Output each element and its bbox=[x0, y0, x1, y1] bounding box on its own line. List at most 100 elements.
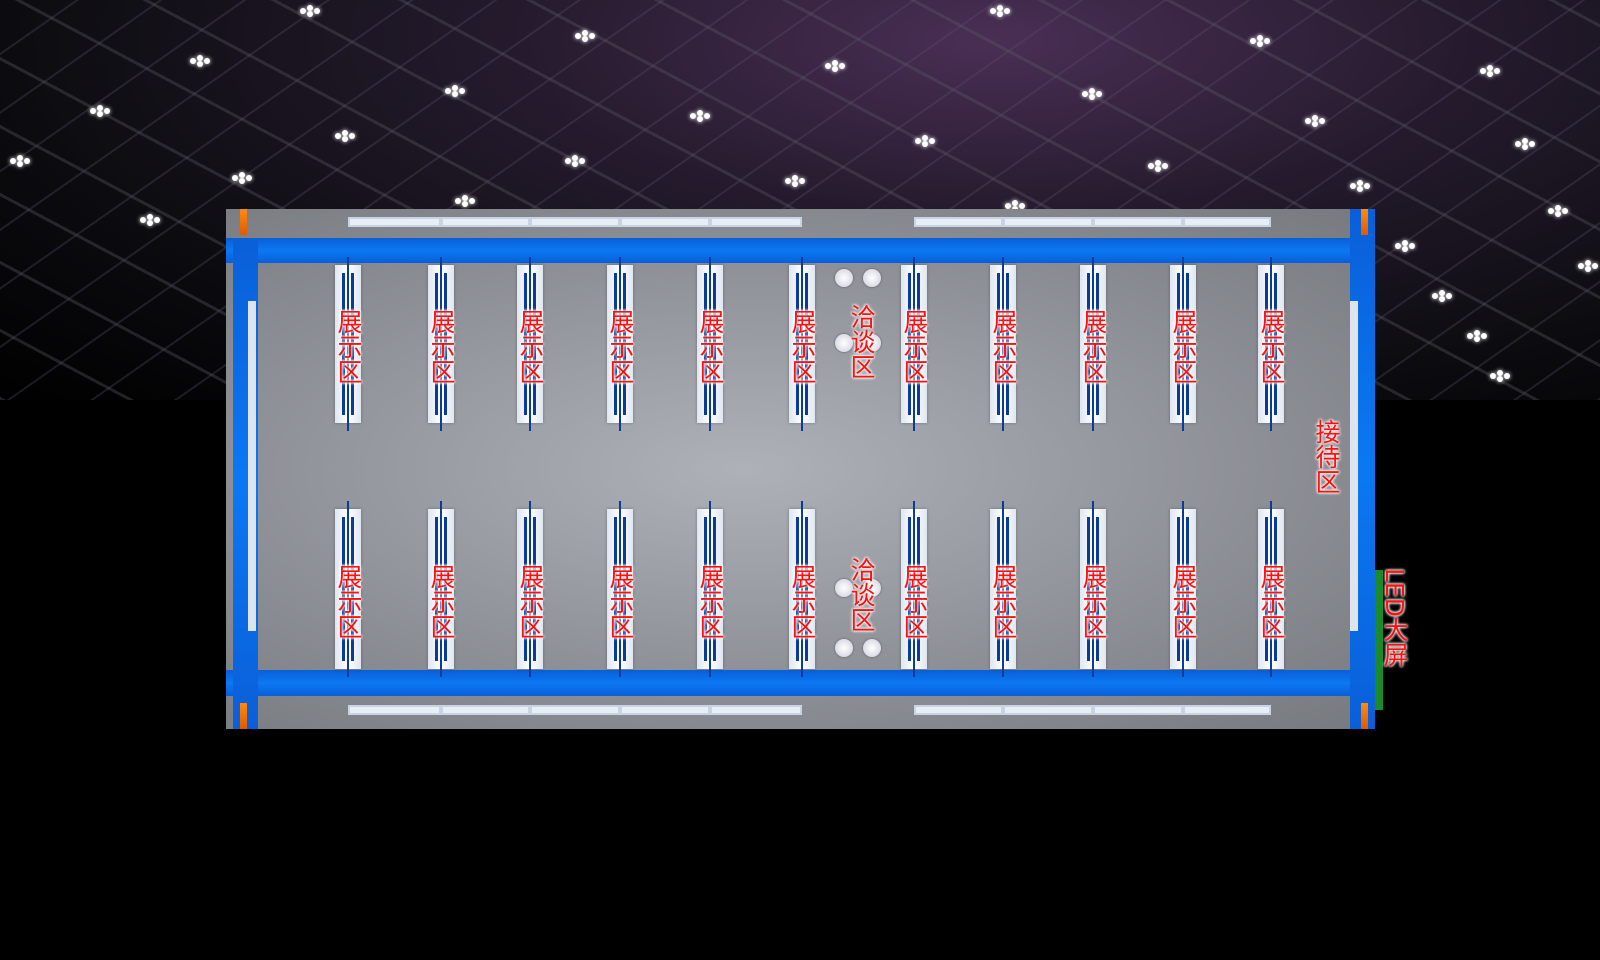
ceiling-light-icon bbox=[455, 195, 475, 207]
display-area-label: 展示区 bbox=[427, 309, 456, 384]
stand-rail bbox=[440, 257, 442, 431]
display-area-label: 展示区 bbox=[1079, 564, 1108, 639]
stand-rail bbox=[619, 257, 621, 431]
display-stand bbox=[901, 257, 927, 431]
display-area-label: 展示区 bbox=[334, 564, 363, 639]
display-stand bbox=[335, 501, 361, 677]
display-stand bbox=[1170, 501, 1196, 677]
ceiling-light-icon bbox=[1350, 180, 1370, 192]
booth-frame bbox=[441, 217, 530, 227]
reception-area-label: 接待区 bbox=[1312, 419, 1341, 494]
display-area-label: 展示区 bbox=[788, 309, 817, 384]
negotiation-area-bottom-label: 洽谈区 bbox=[847, 557, 876, 632]
ceiling-light-icon bbox=[1480, 65, 1500, 77]
display-area-label: 展示区 bbox=[606, 564, 635, 639]
display-stand bbox=[428, 257, 454, 431]
ceiling-light-icon bbox=[1082, 88, 1102, 100]
display-stand bbox=[1258, 501, 1284, 677]
ceiling-light-icon bbox=[300, 5, 320, 17]
ceiling-light-icon bbox=[140, 214, 160, 226]
corner-light bbox=[240, 703, 247, 729]
ceiling-light-icon bbox=[1305, 115, 1325, 127]
display-stand bbox=[990, 257, 1016, 431]
booth-frame bbox=[620, 217, 710, 227]
display-area-label: 展示区 bbox=[516, 309, 545, 384]
ceiling-light-icon bbox=[1548, 205, 1568, 217]
booth-frame bbox=[620, 705, 710, 715]
display-area-label: 展示区 bbox=[1079, 309, 1108, 384]
stand-rail bbox=[347, 501, 349, 677]
stand-rail bbox=[801, 257, 803, 431]
ceiling-light-icon bbox=[190, 55, 210, 67]
display-stand bbox=[607, 501, 633, 677]
stand-rail bbox=[913, 501, 915, 677]
display-area-label: 展示区 bbox=[696, 309, 725, 384]
display-stand bbox=[789, 501, 815, 677]
chair bbox=[835, 269, 853, 287]
negotiation-area-top-label: 洽谈区 bbox=[847, 304, 876, 379]
stand-rail bbox=[619, 501, 621, 677]
ceiling-light-icon bbox=[575, 30, 595, 42]
booth-frame bbox=[914, 217, 1003, 227]
corner-light bbox=[1361, 703, 1368, 729]
display-area-label: 展示区 bbox=[606, 309, 635, 384]
ceiling-light-icon bbox=[1148, 160, 1168, 172]
ceiling-light-icon bbox=[90, 105, 110, 117]
booth-frame bbox=[1183, 705, 1271, 715]
booth-frame bbox=[1093, 217, 1183, 227]
stand-rail bbox=[1182, 501, 1184, 677]
ceiling-light-icon bbox=[1467, 330, 1487, 342]
display-stand bbox=[901, 501, 927, 677]
display-area-label: 展示区 bbox=[696, 564, 725, 639]
ceiling-light-icon bbox=[1432, 290, 1452, 302]
display-stand bbox=[990, 501, 1016, 677]
stand-rail bbox=[709, 257, 711, 431]
booth-frame bbox=[530, 217, 620, 227]
stand-rail bbox=[347, 257, 349, 431]
ceiling-light-icon bbox=[990, 5, 1010, 17]
ceiling-light-icon bbox=[785, 175, 805, 187]
stand-rail bbox=[913, 257, 915, 431]
stand-rail bbox=[529, 501, 531, 677]
chair bbox=[863, 639, 881, 657]
ceiling-light-icon bbox=[232, 172, 252, 184]
display-stand bbox=[697, 501, 723, 677]
display-area-label: 展示区 bbox=[1257, 309, 1286, 384]
booth-floor-plan: 展示区展示区展示区展示区展示区展示区展示区展示区展示区展示区展示区展示区展示区展… bbox=[226, 209, 1375, 729]
display-stand bbox=[1080, 501, 1106, 677]
display-area-label: 展示区 bbox=[427, 564, 456, 639]
ceiling-light-icon bbox=[335, 130, 355, 142]
stand-rail bbox=[709, 501, 711, 677]
display-area-label: 展示区 bbox=[989, 309, 1018, 384]
stand-rail bbox=[1092, 257, 1094, 431]
ceiling-light-icon bbox=[445, 85, 465, 97]
display-stand bbox=[428, 501, 454, 677]
plant bbox=[1375, 570, 1383, 710]
display-area-label: 展示区 bbox=[900, 309, 929, 384]
ceiling-light-icon bbox=[690, 110, 710, 122]
stand-rail bbox=[1182, 257, 1184, 431]
display-area-label: 展示区 bbox=[1257, 564, 1286, 639]
booth-frame bbox=[1093, 705, 1183, 715]
display-area-label: 展示区 bbox=[900, 564, 929, 639]
display-area-label: 展示区 bbox=[1169, 309, 1198, 384]
ceiling-light-icon bbox=[1515, 138, 1535, 150]
stand-rail bbox=[529, 257, 531, 431]
ceiling-light-icon bbox=[565, 155, 585, 167]
display-area-label: 展示区 bbox=[516, 564, 545, 639]
chair bbox=[835, 639, 853, 657]
booth-frame bbox=[441, 705, 530, 715]
booth-frame bbox=[530, 705, 620, 715]
display-area-label: 展示区 bbox=[788, 564, 817, 639]
ceiling-light-icon bbox=[1490, 370, 1510, 382]
booth-frame bbox=[1183, 217, 1271, 227]
chair bbox=[835, 579, 853, 597]
stand-rail bbox=[440, 501, 442, 677]
display-stand bbox=[1080, 257, 1106, 431]
ceiling-light-icon bbox=[1395, 240, 1415, 252]
chair bbox=[863, 269, 881, 287]
display-stand bbox=[607, 257, 633, 431]
ceiling-light-icon bbox=[1250, 35, 1270, 47]
ceiling-light-icon bbox=[10, 155, 30, 167]
stand-rail bbox=[801, 501, 803, 677]
